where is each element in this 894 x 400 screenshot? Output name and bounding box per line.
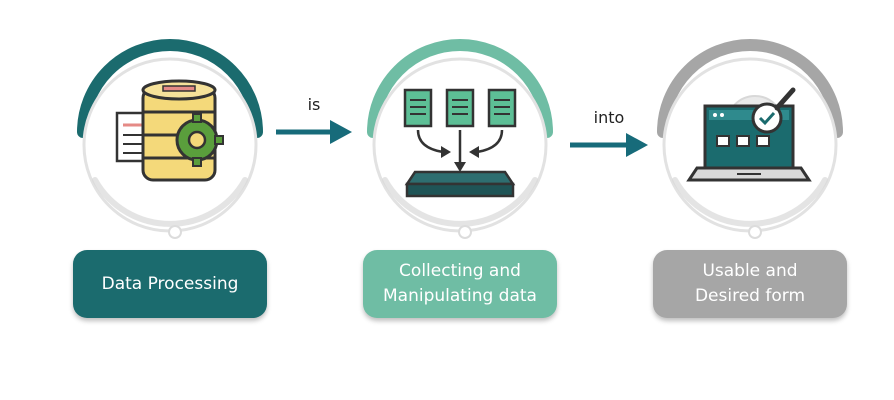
step-badge [367,39,553,239]
connector-into: into [568,108,650,163]
step-badge [77,39,263,239]
step-usable-desired-form: Usable and Desired form [645,39,855,330]
database-gear-icon [115,79,224,182]
arrow-right-icon [276,120,352,144]
decorative-arc [620,0,660,4]
step-label-line: Collecting and [399,261,521,281]
connector-label: is [307,95,321,114]
step-data-processing: Data Processing [65,39,275,330]
connector-is: is [274,95,354,150]
step-label-line: Desired form [694,286,806,306]
step-label: Data Processing [73,250,267,318]
connector-label: into [593,108,625,127]
documents-to-tray-icon [403,88,517,198]
arrow-right-icon [570,133,648,157]
step-badge [657,39,843,239]
step-collecting-manipulating: Collecting and Manipulating data [355,39,565,330]
laptop-check-icon [686,87,812,182]
step-label: Usable and Desired form [653,250,847,318]
step-label: Collecting and Manipulating data [363,250,557,318]
step-label-line: Manipulating data [383,286,537,306]
step-label-line: Data Processing [101,273,239,294]
step-label-line: Usable and [702,261,798,281]
